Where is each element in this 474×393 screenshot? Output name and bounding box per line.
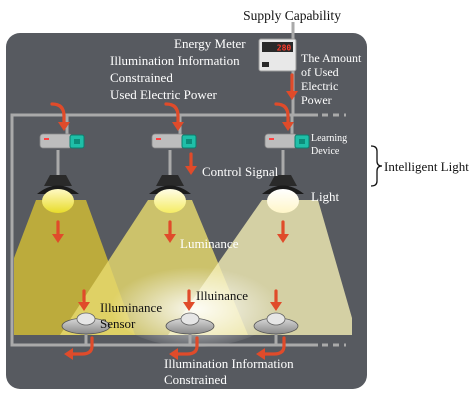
learning-device-label-line1: Learning xyxy=(311,133,347,144)
illuinance-label: Illuinance xyxy=(196,288,248,303)
amount-used-power-line1: The Amount xyxy=(301,51,362,65)
lamp-controller-3 xyxy=(264,133,298,149)
lamp-icon xyxy=(44,175,72,186)
amount-used-power-line3: Electric xyxy=(301,79,338,93)
light-beams xyxy=(14,200,352,347)
bright-overlap-glow xyxy=(110,263,280,347)
lamp-unit-3 xyxy=(262,133,310,213)
amount-used-power-line2: of Used xyxy=(301,65,339,79)
used-electric-power-label: Used Electric Power xyxy=(110,87,218,102)
bulb-1 xyxy=(42,189,74,213)
energy-meter-label: Energy Meter xyxy=(174,36,246,51)
lamp-controller-2 xyxy=(151,133,185,149)
arrow-icon xyxy=(78,289,90,311)
illuminance-sensor-2 xyxy=(165,312,215,335)
bottom-wire xyxy=(10,340,318,347)
lamp-icon xyxy=(156,175,184,186)
arrow-icon xyxy=(256,336,286,360)
lamp-icon xyxy=(269,175,297,186)
arrow-icon xyxy=(183,289,195,311)
arrow-icon xyxy=(64,336,94,360)
bottom-illumination-information-label: Illumination Information xyxy=(164,356,294,371)
luminance-label: Luminance xyxy=(180,236,239,251)
arrow-icon xyxy=(185,152,197,175)
control-signal-label: Control Signal xyxy=(202,164,279,179)
arrow-icon xyxy=(286,73,298,100)
bottom-constrained-label: Constrained xyxy=(164,372,227,387)
labels: Supply Capability Energy Meter Illuminat… xyxy=(100,8,469,387)
top-wire xyxy=(10,113,318,340)
arrow-icon xyxy=(270,289,282,311)
lamp-unit-2 xyxy=(149,133,197,213)
light-label: Light xyxy=(311,189,340,204)
arrow-icon xyxy=(274,102,294,131)
illuminance-sensor-3 xyxy=(253,312,299,335)
intelligent-light-label: Intelligent Light xyxy=(384,159,469,174)
arrow-icon xyxy=(52,220,64,243)
lamp-unit-1 xyxy=(37,133,85,213)
arrow-icon xyxy=(169,336,199,360)
energy-meter-icon: 280 xyxy=(258,38,297,72)
meter-reading: 280 xyxy=(277,44,292,53)
lamp-controller-1 xyxy=(39,133,73,149)
arrow-icon xyxy=(277,220,289,243)
brace-icon xyxy=(370,145,383,187)
illuminance-sensor-label-line1: Illuminance xyxy=(100,300,162,315)
bulb-3 xyxy=(267,189,299,213)
illumination-information-label: Illumination Information xyxy=(110,53,240,68)
illumination-constrained-label: Constrained xyxy=(110,70,173,85)
arrow-icon xyxy=(164,220,176,243)
bulb-2 xyxy=(154,189,186,213)
learning-device-label-line2: Device xyxy=(311,146,340,157)
arrow-icon xyxy=(50,102,70,131)
supply-capability-label: Supply Capability xyxy=(243,8,341,23)
illuminance-sensor-label-line2: Sensor xyxy=(100,316,136,331)
arrow-icon xyxy=(164,102,184,131)
arrows xyxy=(50,73,298,360)
illuminance-sensor-1 xyxy=(61,312,111,335)
amount-used-power-line4: Power xyxy=(301,93,332,107)
